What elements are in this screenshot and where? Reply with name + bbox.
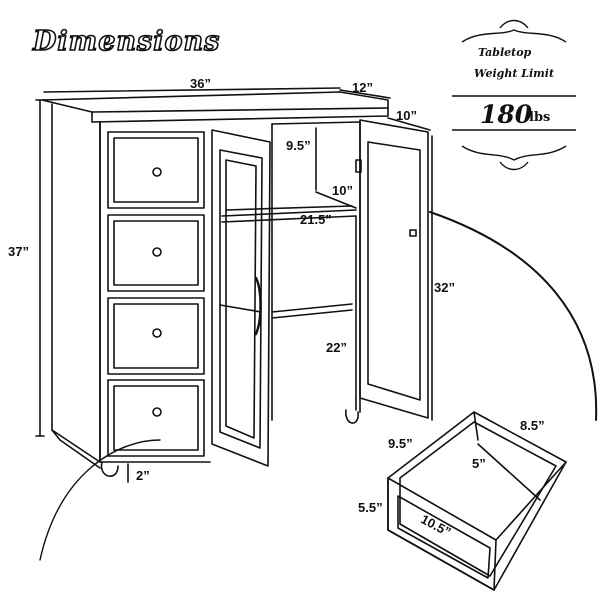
dim-drawer-front: 5.5” <box>358 500 383 515</box>
dim-top-side: 10” <box>396 108 417 123</box>
dim-lower-height: 22” <box>326 340 347 355</box>
dim-drawer-depth-right: 8.5” <box>520 418 545 433</box>
page-title: Dimensions <box>32 25 221 58</box>
dim-shelf-gap: 9.5” <box>286 138 311 153</box>
dim-depth: 12” <box>352 80 373 95</box>
dim-drawer-inner: 5” <box>472 456 486 471</box>
dim-drawer-depth-left: 9.5” <box>388 436 413 451</box>
dim-shelf-depth: 10” <box>332 183 353 198</box>
dim-height: 37” <box>8 244 29 259</box>
weight-label-line2: Weight Limit <box>474 67 555 80</box>
weight-unit: lbs <box>529 110 551 125</box>
dim-shelf-width: 21.5” <box>300 212 332 227</box>
dim-leg: 2” <box>136 468 150 483</box>
dim-door-height: 32” <box>434 280 455 295</box>
weight-value: 180 <box>480 100 533 129</box>
dim-width: 36” <box>190 76 211 91</box>
weight-label-line1: Tabletop <box>478 46 532 59</box>
